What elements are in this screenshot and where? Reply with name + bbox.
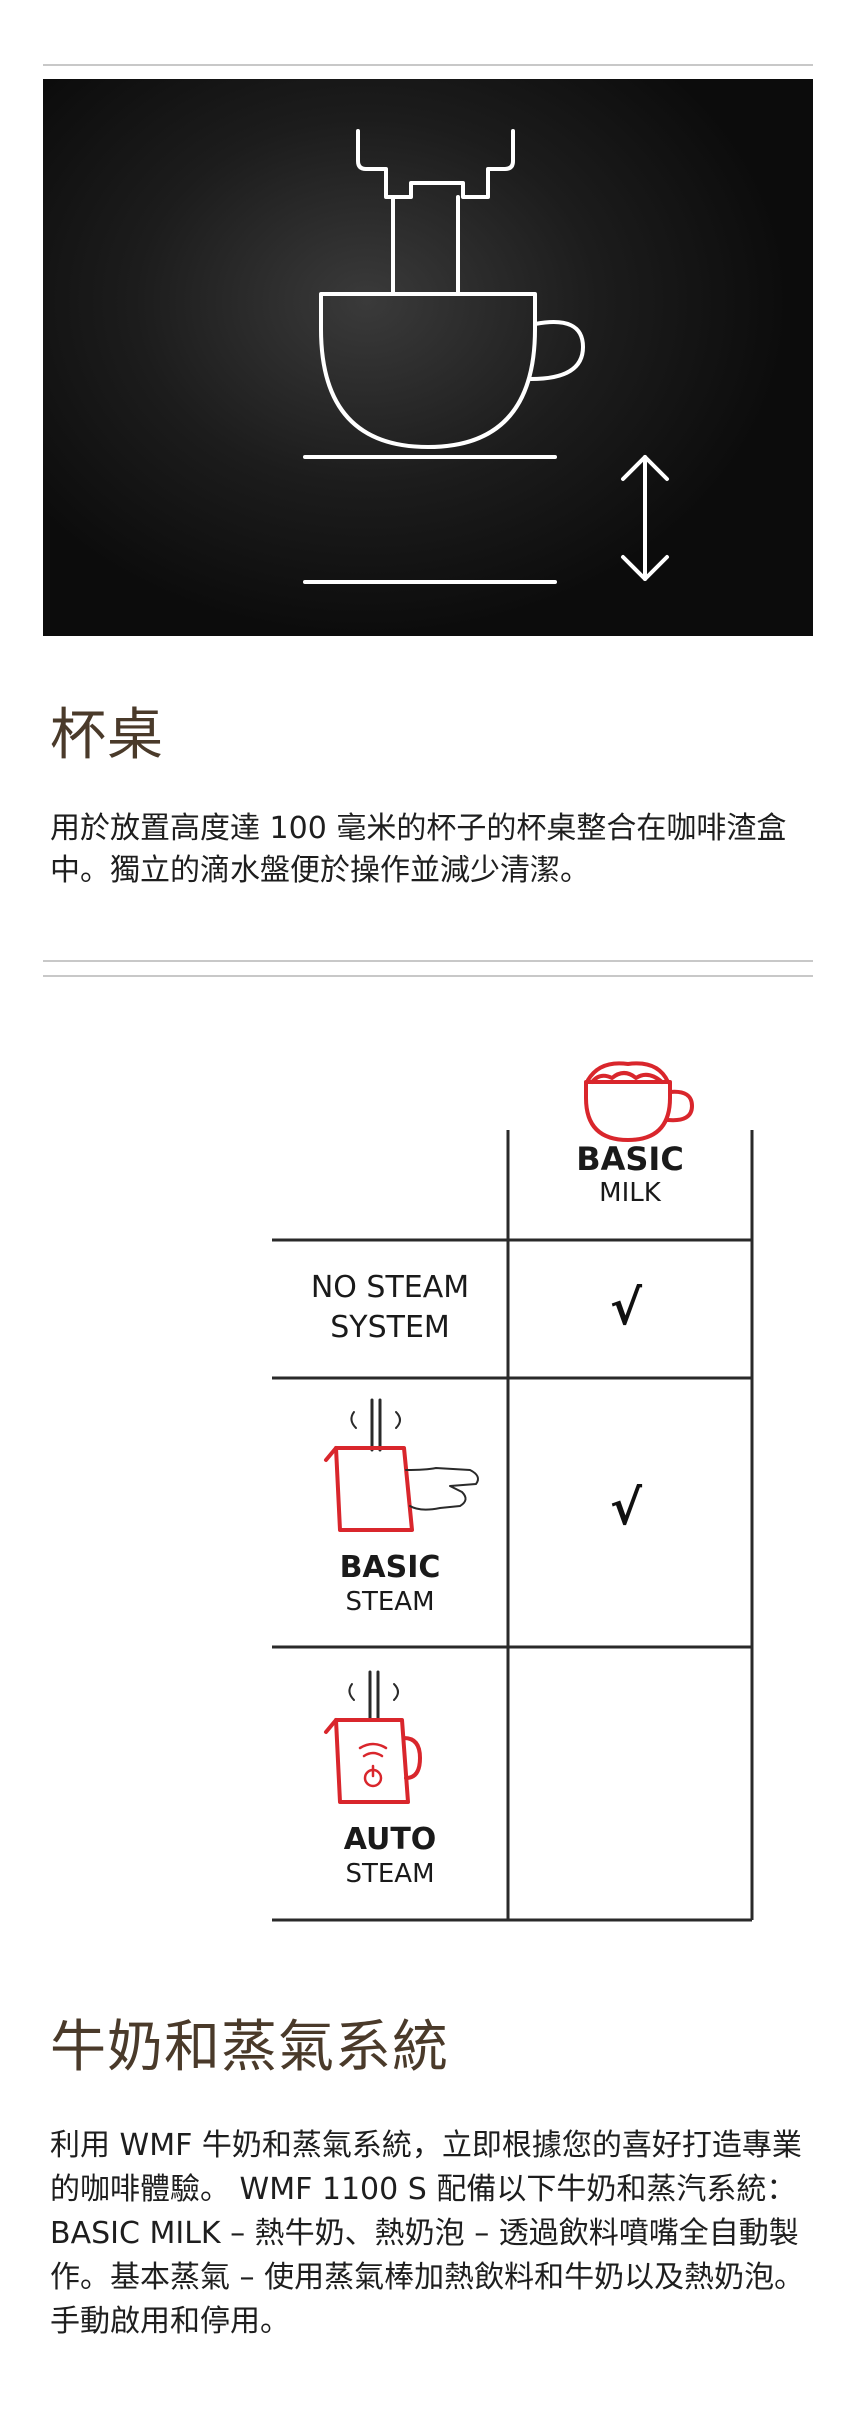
row-label-line1: BASIC [339,1550,441,1585]
row-label-line2: STEAM [345,1859,435,1889]
cup-height-adjust-icon [303,129,669,584]
top-divider [43,64,813,66]
column-header-line1: BASIC [576,1140,684,1178]
row-label-line1: NO STEAM [310,1270,470,1305]
row-label-line1: AUTO [343,1822,437,1857]
cup-table-description: 用於放置高度達 100 毫米的杯子的杯桌整合在咖啡渣盒中。獨立的滴水盤便於操作並… [50,811,787,888]
column-header-basic-milk: BASIC MILK [508,1140,752,1208]
auto-steam-jug-icon [324,1670,422,1804]
row-label-basic-steam: BASIC STEAM [272,1550,508,1618]
middle-divider-a [43,960,813,962]
row-label-line2: SYSTEM [330,1310,450,1345]
row-check-basic-steam: √ [610,1480,643,1536]
milk-steam-title: 牛奶和蒸氣系統 [50,2015,449,2080]
milk-steam-description: 利用 WMF 牛奶和蒸氣系統，立即根據您的喜好打造專業的咖啡體驗。 WMF 11… [50,2128,805,2339]
milk-cup-icon [584,1061,694,1142]
row-label-no-steam-system: NO STEAM SYSTEM [272,1268,508,1348]
column-header-line2: MILK [599,1178,661,1208]
manual-steam-jug-icon [324,1398,479,1532]
cup-table-hero-image [43,79,813,636]
milk-steam-comparison-table: BASIC MILK NO STEAM SYSTEM √ BASIC STEAM… [0,1040,856,1940]
row-check-no-steam: √ [610,1280,643,1336]
row-label-line2: STEAM [345,1587,435,1617]
middle-divider-b [43,975,813,977]
row-label-auto-steam: AUTO STEAM [272,1822,508,1890]
cup-table-title: 杯桌 [50,703,164,768]
